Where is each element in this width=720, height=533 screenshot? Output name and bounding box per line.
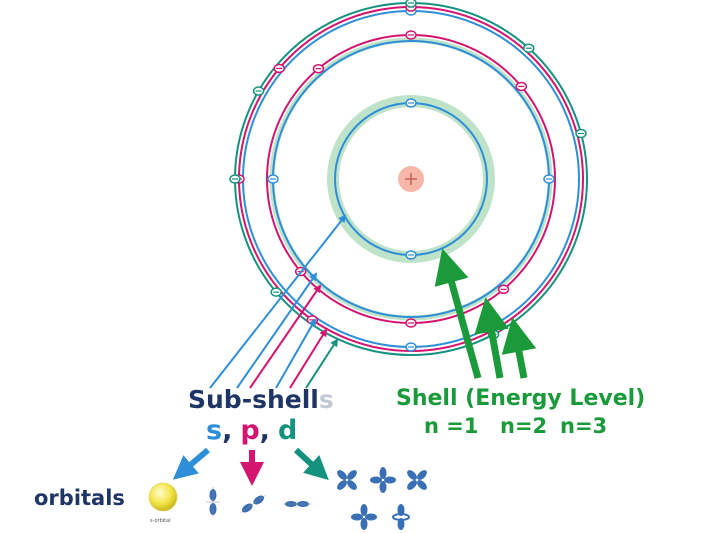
electron-minus-icon	[270, 287, 282, 297]
electron-minus-icon	[523, 43, 535, 53]
electron-minus-icon	[497, 284, 510, 295]
dxy-orbital-icon	[337, 470, 357, 490]
dx2y2-orbital-icon	[351, 504, 377, 530]
dz2-orbital-icon	[392, 504, 410, 530]
arrow-s-to-orbital	[172, 447, 210, 480]
n2-label: n=2	[500, 414, 547, 438]
pz-orbital-icon	[206, 487, 220, 517]
p-orbitals	[206, 487, 311, 517]
arrow-to-n1-s	[209, 214, 347, 389]
arrow-to-n3-s	[275, 318, 316, 389]
plus-nucleus-icon	[405, 173, 417, 185]
arrow-to-n2-s	[236, 272, 318, 389]
nucleus	[398, 166, 424, 192]
electron-minus-icon	[267, 174, 279, 184]
arrow-to-shell-n1	[434, 248, 482, 379]
electron-minus-icon	[405, 342, 417, 352]
arrow-to-shell-n3	[501, 317, 537, 379]
arrow-d-to-orbital	[293, 447, 329, 481]
shell-energy-level-label: Shell (Energy Level)	[396, 386, 645, 411]
n3-label: n=3	[560, 414, 607, 438]
n1-label: n =1	[424, 414, 478, 438]
electron-minus-icon	[543, 174, 555, 184]
shell-pointer-arrows	[434, 248, 537, 379]
electron-minus-icon	[515, 81, 528, 92]
s-orbital-sphere-icon	[148, 482, 178, 512]
spd-s: s	[206, 415, 222, 446]
orbital-arrows	[172, 447, 329, 486]
spd-label: s,p,d	[206, 415, 297, 446]
electron-minus-icon	[405, 30, 417, 40]
electron-minus-icon	[405, 0, 417, 8]
electron-minus-icon	[312, 63, 325, 74]
py-orbital-icon	[240, 495, 266, 513]
electron-minus-icon	[575, 128, 587, 139]
electron-minus-icon	[229, 174, 241, 184]
spd-p: p	[240, 415, 259, 446]
spd-d: d	[278, 415, 297, 446]
arrow-to-n3-d	[305, 338, 339, 389]
dxz-orbital-icon	[407, 470, 427, 490]
subshells-label: Sub-shells	[188, 385, 334, 414]
dyz-orbital-icon	[370, 467, 396, 493]
orbitals-label: orbitals	[34, 486, 125, 510]
electron-minus-icon	[405, 318, 417, 328]
subshell-pointer-arrows	[209, 214, 347, 389]
electron-minus-icon	[252, 86, 265, 96]
arrow-to-n2-p	[249, 284, 322, 389]
s-orbital-caption: s-orbital	[150, 518, 171, 524]
electron-minus-icon	[405, 250, 417, 260]
arrow-to-shell-n2	[474, 297, 509, 379]
arrow-to-n3-p	[289, 328, 328, 389]
px-orbital-icon	[283, 501, 311, 507]
d-orbitals	[337, 467, 427, 530]
electron-minus-icon	[273, 63, 285, 74]
electron-minus-icon	[405, 98, 417, 108]
